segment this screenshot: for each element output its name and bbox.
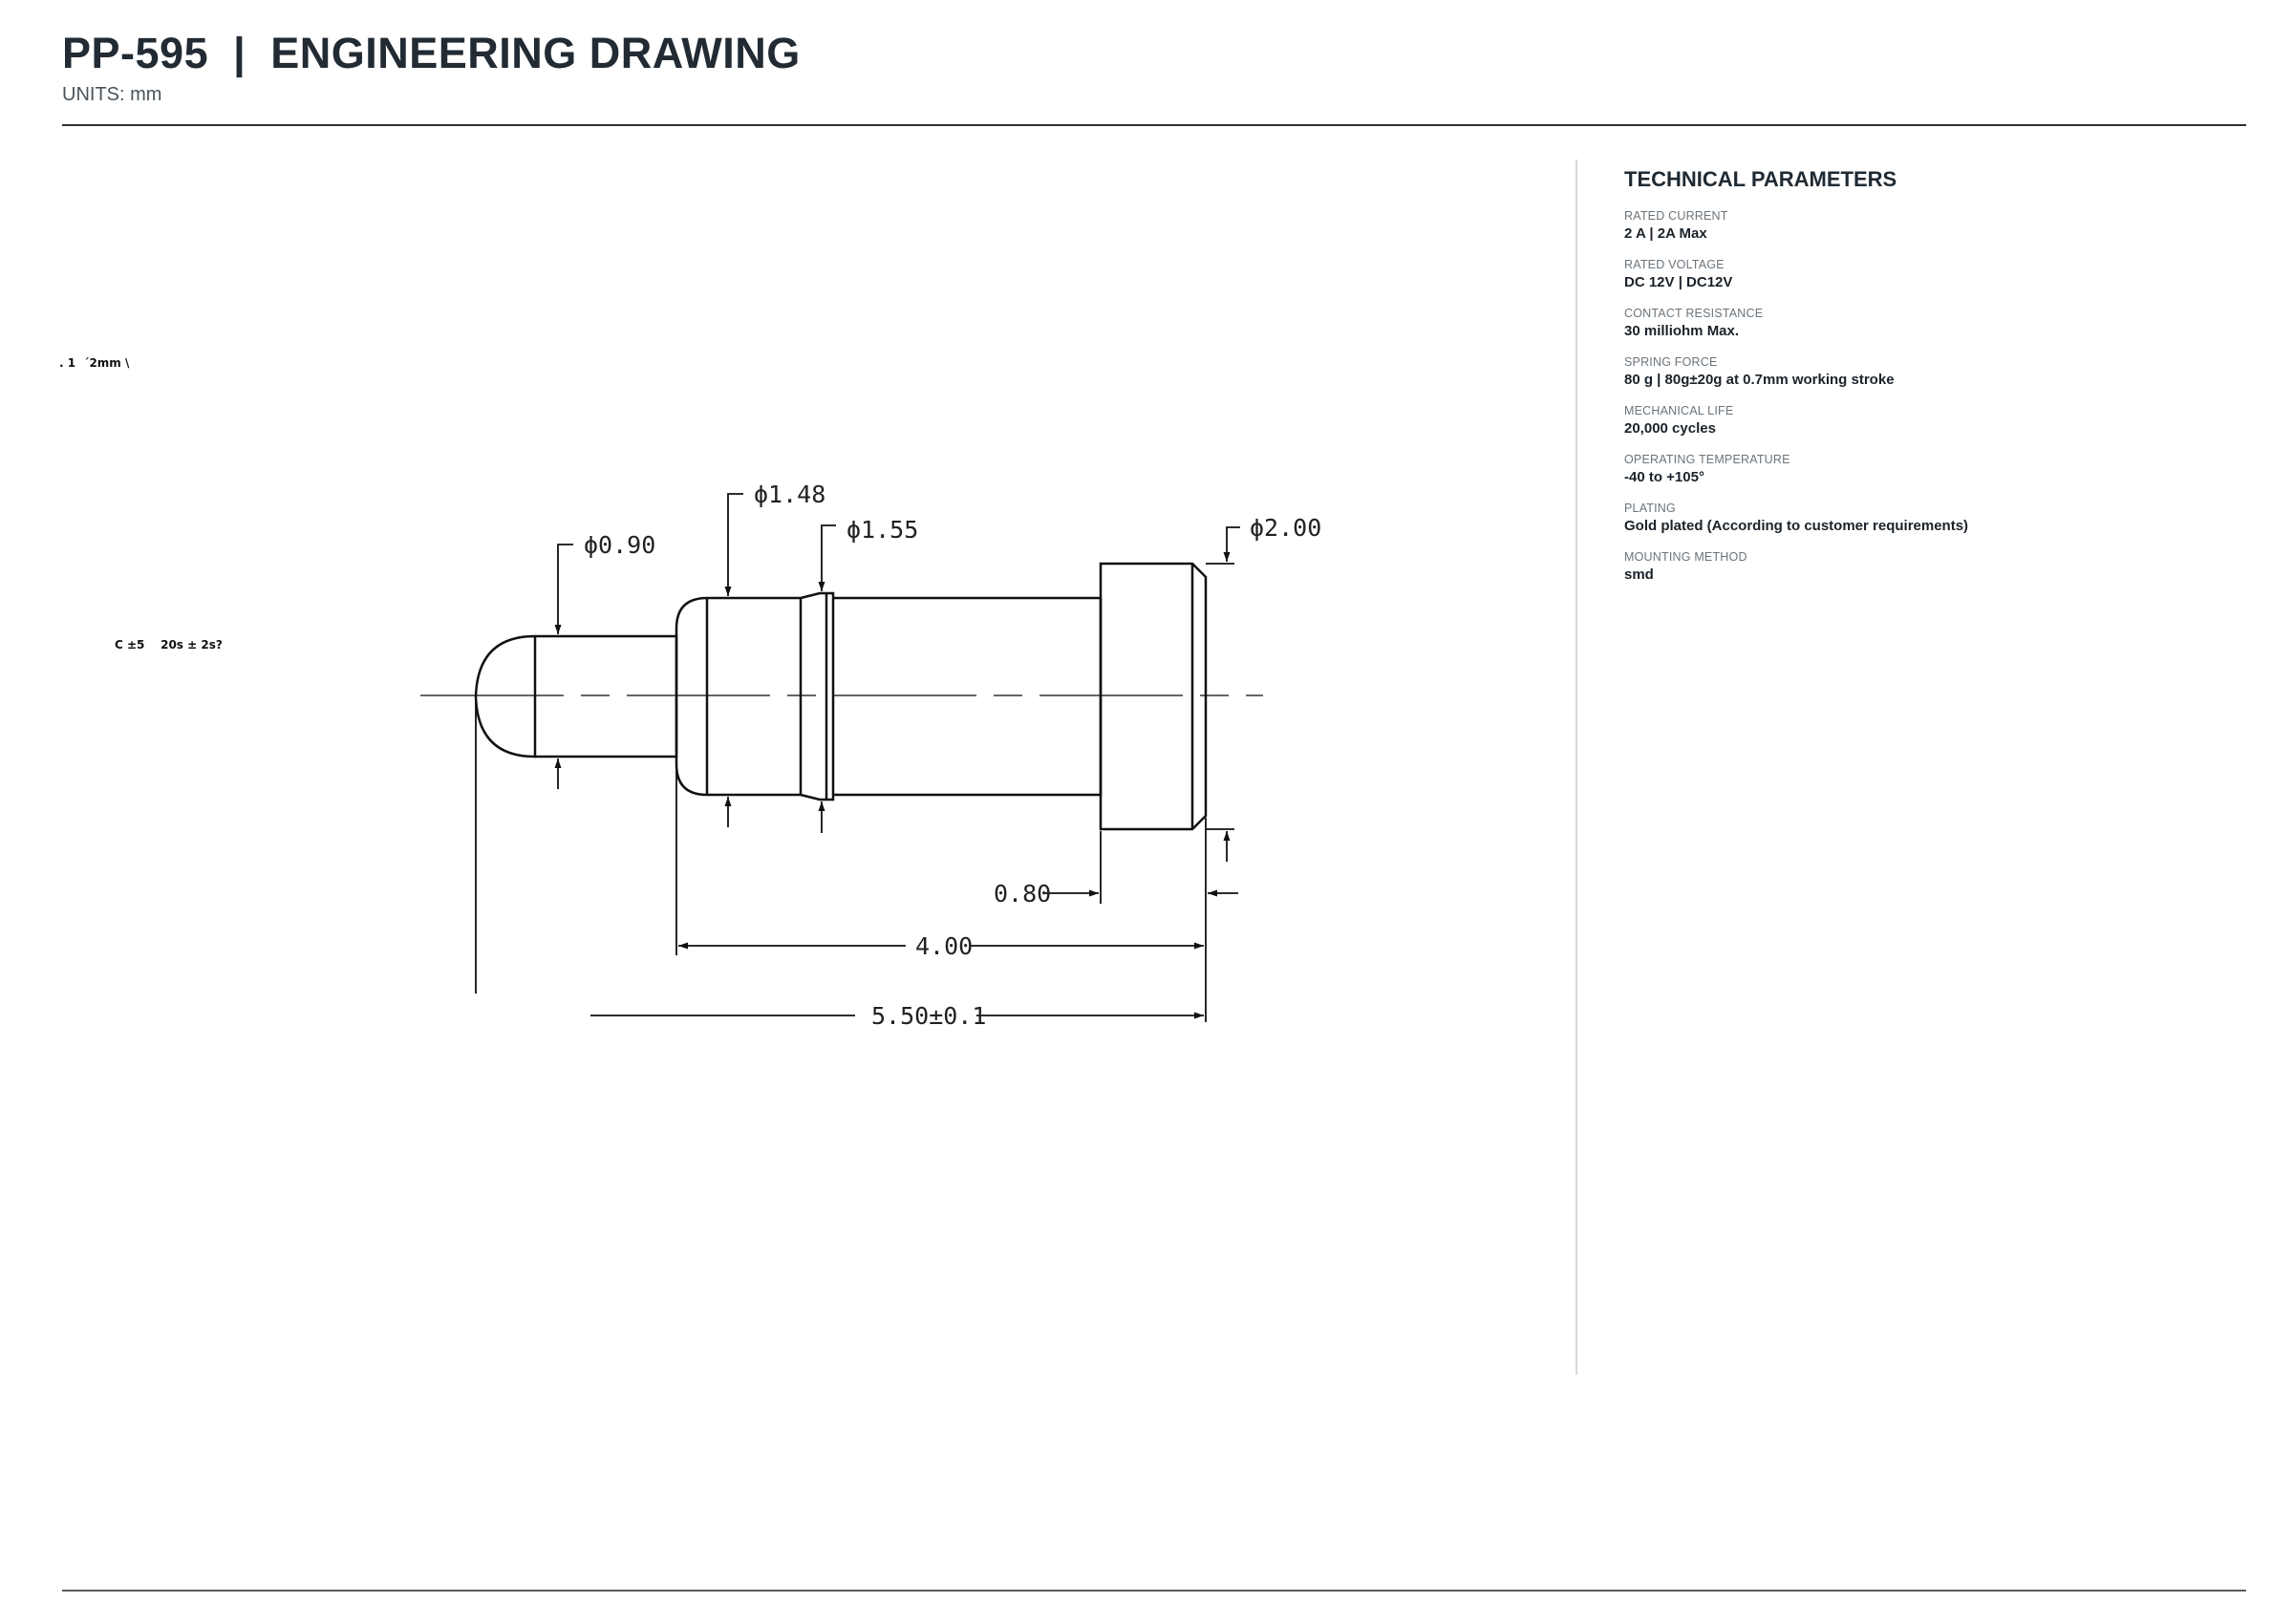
- param-label: RATED VOLTAGE: [1624, 258, 1725, 271]
- param-value: -40 to +105°: [1624, 469, 1704, 485]
- param-mechanical-life: MECHANICAL LIFE 20,000 cycles: [1624, 404, 2236, 437]
- pin-outline: [474, 562, 1208, 831]
- param-mounting-method: MOUNTING METHOD smd: [1624, 550, 2236, 583]
- head-flange: [1099, 562, 1208, 831]
- pogo-pin-drawing: ϕ0.90 ϕ1.48 ϕ1.55 ϕ2.00 0.80 4.00 5.50±0…: [420, 481, 1321, 1030]
- param-value: 2 A | 2A Max: [1624, 225, 1707, 242]
- stray-mark-upper: . 1 ´2mm \: [59, 356, 130, 370]
- dim-d-tip-text: ϕ0.90: [584, 531, 655, 559]
- extension-lines: [475, 563, 1234, 1022]
- dim-len-body-text: 4.00: [915, 932, 973, 960]
- dim-d-barrel-text: ϕ1.48: [754, 481, 825, 508]
- param-value: 80 g | 80g±20g at 0.7mm working stroke: [1624, 372, 1895, 388]
- param-spring-force: SPRING FORCE 80 g | 80g±20g at 0.7mm wor…: [1624, 355, 2236, 388]
- page-title: PP-595 | ENGINEERING DRAWING: [62, 29, 801, 77]
- main-body: [833, 596, 1103, 797]
- param-label: PLATING: [1624, 502, 1676, 515]
- dim-d-tip: [554, 544, 573, 789]
- param-plating: PLATING Gold plated (According to custom…: [1624, 502, 2236, 534]
- dim-d-collar-text: ϕ1.55: [846, 516, 918, 544]
- technical-parameters-panel: TECHNICAL PARAMETERS RATED CURRENT 2 A |…: [1624, 167, 2236, 599]
- stray-mark-lower: C ±5 20s ± 2s?: [115, 638, 223, 652]
- dim-d-barrel: [724, 493, 743, 827]
- param-contact-resistance: CONTACT RESISTANCE 30 milliohm Max.: [1624, 307, 2236, 339]
- collar: [800, 591, 835, 801]
- param-operating-temperature: OPERATING TEMPERATURE -40 to +105°: [1624, 453, 2236, 485]
- tip-dome: [474, 634, 537, 759]
- param-value: Gold plated (According to customer requi…: [1624, 518, 1969, 534]
- param-label: OPERATING TEMPERATURE: [1624, 453, 1790, 466]
- footer-divider: [62, 1590, 2246, 1592]
- plunger-tip: [535, 634, 678, 759]
- param-label: MOUNTING METHOD: [1624, 550, 1747, 564]
- dim-d-head-text: ϕ2.00: [1250, 514, 1321, 542]
- param-value: 30 milliohm Max.: [1624, 323, 1740, 339]
- param-value: smd: [1624, 566, 1654, 583]
- param-label: MECHANICAL LIFE: [1624, 404, 1734, 417]
- technical-parameters-heading: TECHNICAL PARAMETERS: [1624, 167, 1897, 191]
- param-label: SPRING FORCE: [1624, 355, 1718, 369]
- header-divider: [62, 124, 2246, 126]
- dim-d-collar: [818, 524, 836, 833]
- param-label: CONTACT RESISTANCE: [1624, 307, 1764, 320]
- param-value: 20,000 cycles: [1624, 420, 1716, 437]
- plunger-barrel: [675, 596, 803, 797]
- panel-divider: [1575, 160, 1577, 1375]
- param-rated-current: RATED CURRENT 2 A | 2A Max: [1624, 209, 2236, 242]
- dim-len-total-text: 5.50±0.1: [871, 1002, 986, 1030]
- dim-d-head: [1223, 526, 1240, 862]
- page-header: PP-595 | ENGINEERING DRAWING UNITS: mm: [62, 29, 801, 106]
- units-label: UNITS: mm: [62, 84, 162, 105]
- param-value: DC 12V | DC12V: [1624, 274, 1733, 290]
- dim-len-head-text: 0.80: [994, 880, 1051, 908]
- param-label: RATED CURRENT: [1624, 209, 1728, 223]
- param-rated-voltage: RATED VOLTAGE DC 12V | DC12V: [1624, 258, 2236, 290]
